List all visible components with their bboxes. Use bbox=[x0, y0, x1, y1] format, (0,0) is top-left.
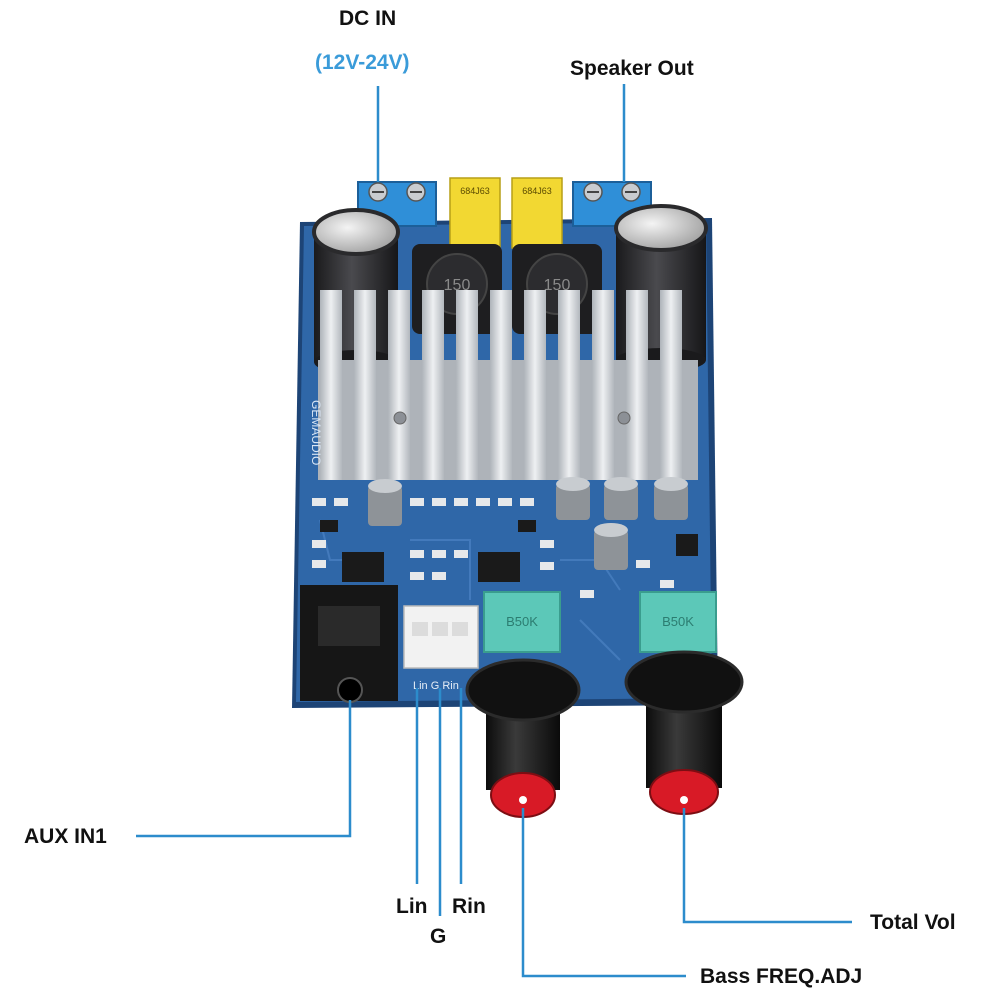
label-total-vol: Total Vol bbox=[870, 911, 956, 934]
leader-total-vol bbox=[682, 808, 852, 924]
label-dc-range: (12V-24V) bbox=[315, 51, 410, 74]
pot-mark-right: B50K bbox=[662, 614, 694, 629]
label-lin: Lin bbox=[396, 895, 428, 918]
label-speaker-out: Speaker Out bbox=[570, 57, 694, 80]
inductor-mark-right: 150 bbox=[544, 277, 571, 294]
small-capacitors bbox=[368, 477, 688, 570]
volume-knob bbox=[624, 650, 744, 815]
film-cap-mark-left: 684J63 bbox=[460, 186, 490, 196]
inductor-mark-left: 150 bbox=[444, 277, 471, 294]
leader-lines bbox=[136, 84, 852, 978]
film-capacitors: 684J63 684J63 bbox=[449, 177, 563, 249]
label-rin: Rin bbox=[452, 895, 486, 918]
input-header: Lin G Rin bbox=[403, 605, 479, 692]
leader-aux-in bbox=[136, 700, 352, 838]
pot-mark-left: B50K bbox=[506, 614, 538, 629]
label-bass-freq: Bass FREQ.ADJ bbox=[700, 965, 863, 988]
potentiometer-left: B50K bbox=[483, 591, 561, 653]
label-aux-in: AUX IN1 bbox=[24, 825, 107, 848]
film-cap-mark-right: 684J63 bbox=[522, 186, 552, 196]
heatsink bbox=[318, 290, 698, 480]
bass-knob bbox=[465, 658, 581, 818]
leader-bass bbox=[521, 808, 686, 978]
smd-components bbox=[312, 498, 674, 598]
ic-chips bbox=[320, 520, 698, 582]
aux-jack bbox=[300, 585, 398, 703]
header-pin-labels: Lin G Rin bbox=[413, 680, 459, 692]
label-dc-in: DC IN bbox=[339, 7, 397, 30]
board-brand-text: GEMAUDIO bbox=[309, 400, 323, 465]
label-g: G bbox=[430, 925, 447, 948]
potentiometer-right: B50K bbox=[639, 591, 717, 653]
